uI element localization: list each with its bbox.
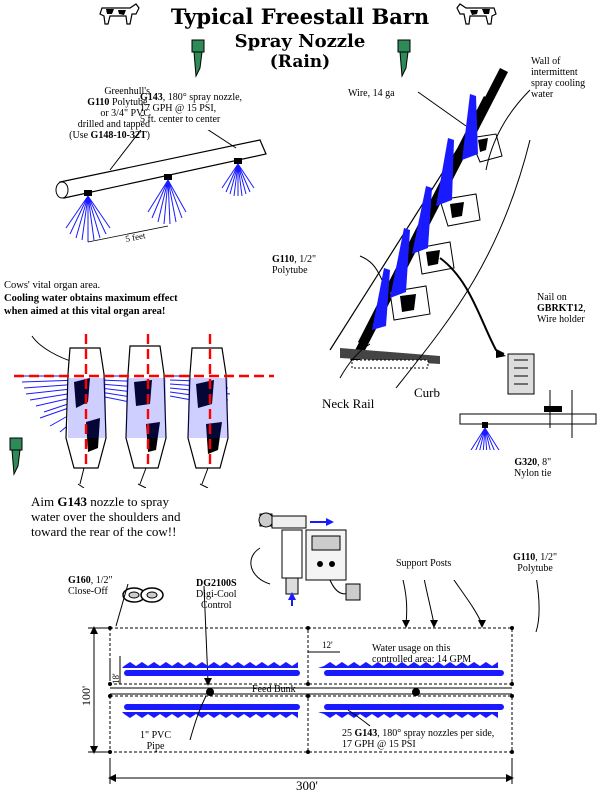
vital-organ-note: Cows' vital organ area. Cooling water ob… [4,280,178,317]
page-title: Typical Freestall Barn [170,4,430,29]
wire-label: Wire, 14 ga [348,88,395,99]
polytube-note: Greenhull's G110 Polytube, or 3/4" PVC d… [69,86,150,141]
dim-12-label: 12' [322,640,333,650]
five-feet-label: 5 feet [124,230,146,244]
plan-view: 12' 18' 100' 300' [79,580,540,793]
cow-icon [456,3,497,25]
dim-100-label: 100' [79,686,93,706]
g110-plan-label: G110, 1/2" Polytube [513,552,558,574]
close-off-icon [122,587,164,603]
water-usage-label: Water usage on this controlled area: 14 … [372,643,472,665]
aim-note: Aim G143 nozzle to spray water over the … [31,494,181,539]
nozzle-icon [397,39,411,78]
g110-side-label: G110, 1/2" Polytube [272,254,317,276]
dg2100s-label: DG2100S Digi-Cool Control [196,578,237,611]
cow-icon [99,3,140,25]
neck-rail-label: Neck Rail [322,396,375,411]
nozzle-icon [9,437,23,476]
rail-diagram [329,68,597,450]
polytube-diagram: 5 feet [55,130,267,244]
digi-cool-controller [250,512,361,606]
cows-top-view [14,334,274,488]
nozzles-per-side-label: 25 G143, 180° spray nozzles per side, 17… [342,728,495,750]
dim-300-label: 300' [296,778,318,793]
page-subtitle-rain: (Rain) [269,52,331,72]
nozzle-icon [191,39,205,78]
support-posts-label: Support Posts [396,558,452,569]
curb-label: Curb [414,385,440,400]
dim-18-label: 18' [111,673,121,684]
nail-label: Nail on GBRKT12, Wire holder [537,292,586,325]
page-subtitle: Spray Nozzle [234,31,366,52]
pvc-pipe-label: 1" PVC Pipe [140,730,172,752]
g160-label: G160, 1/2" Close-Off [68,575,113,597]
wall-label: Wall of intermittent spray cooling water [531,56,586,100]
g320-label: G320, 8" Nylon tie [514,457,552,479]
feed-bunk-label: Feed Bunk [252,684,296,695]
nozzle-note: G143, 180° spray nozzle, 17 GPH @ 15 PSI… [140,92,243,125]
